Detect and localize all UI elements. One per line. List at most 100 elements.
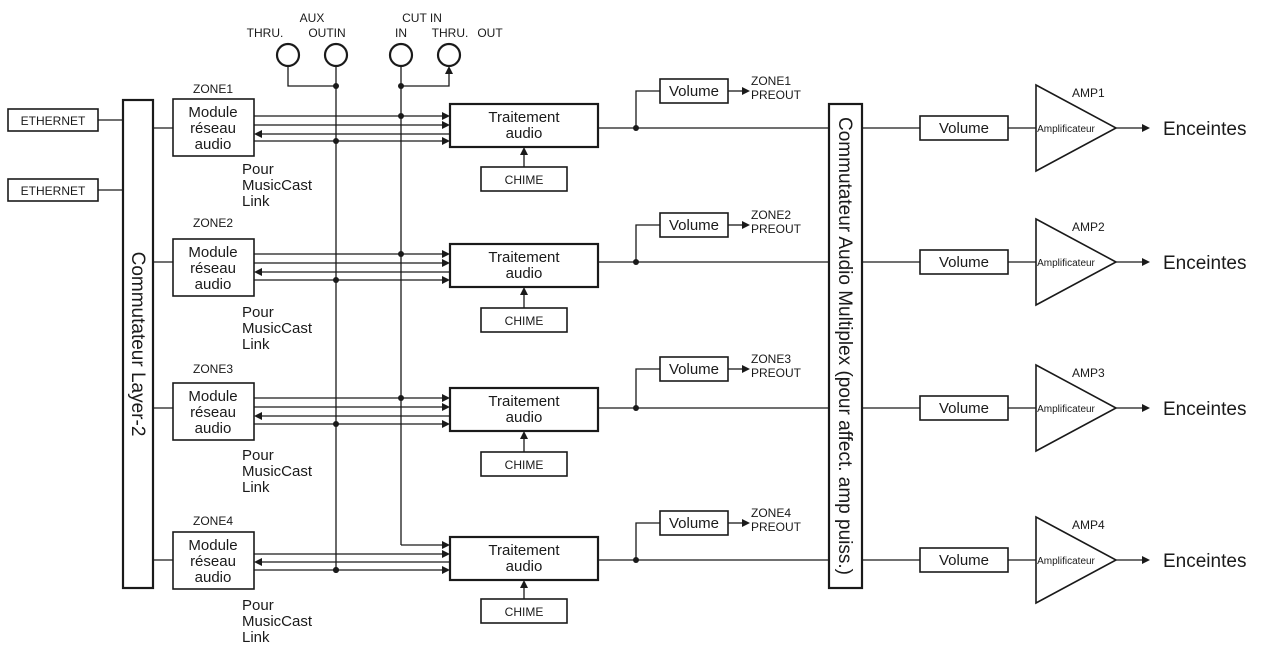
- musiccast-label-1: Pour: [242, 597, 274, 614]
- traitement-label-2: audio: [506, 409, 543, 426]
- module-label-3: audio: [195, 569, 232, 586]
- musiccast-label-3: Link: [242, 479, 270, 496]
- layer2-switch: Commutateur Layer-2: [121, 98, 155, 590]
- musiccast-label-3: Link: [242, 629, 270, 645]
- zone-row-3: ZONE3 Module réseau audio Pour MusicCast…: [153, 352, 1246, 496]
- amplifier-triangle: [1035, 83, 1118, 173]
- musiccast-label-3: Link: [242, 193, 270, 210]
- module-box: [172, 98, 255, 157]
- module-label-1: Module: [188, 388, 237, 405]
- amp-volume-label: Volume: [939, 120, 989, 137]
- preout-zone-label: ZONE4: [751, 506, 791, 520]
- amp-label: AMP2: [1072, 220, 1105, 234]
- musiccast-label-2: MusicCast: [242, 320, 313, 337]
- cutin-jacks: CUT IN IN THRU. OUT: [388, 11, 503, 549]
- ethernet-label-2: ETHERNET: [21, 184, 86, 198]
- amplifier-triangle: [1035, 515, 1118, 605]
- module-box: [172, 382, 255, 441]
- musiccast-label-1: Pour: [242, 161, 274, 178]
- module-box: [172, 531, 255, 590]
- layer2-switch-label: Commutateur Layer-2: [127, 252, 148, 437]
- aux-outin-label: OUTIN: [308, 26, 345, 40]
- module-label-2: réseau: [190, 260, 236, 277]
- musiccast-label-1: Pour: [242, 304, 274, 321]
- module-label-3: audio: [195, 420, 232, 437]
- musiccast-label-3: Link: [242, 336, 270, 353]
- zone-row-1: ZONE1 Module réseau audio Pour MusicCast…: [153, 74, 1246, 210]
- traitement-label-1: Traitement: [488, 109, 560, 126]
- traitement-label-2: audio: [506, 558, 543, 575]
- traitement-box: [448, 386, 600, 433]
- amp-label: AMP4: [1072, 518, 1105, 532]
- module-box: [172, 238, 255, 297]
- traitement-label-1: Traitement: [488, 393, 560, 410]
- chime-label: CHIME: [505, 605, 544, 619]
- amplifier-triangle: [1035, 363, 1118, 453]
- aux-thru-jack: [275, 42, 301, 68]
- traitement-label-2: audio: [506, 125, 543, 142]
- cutin-in-label: IN: [395, 26, 407, 40]
- module-label-1: Module: [188, 244, 237, 261]
- musiccast-label-2: MusicCast: [242, 463, 313, 480]
- amp-volume-label: Volume: [939, 552, 989, 569]
- preout-volume-label: Volume: [669, 217, 719, 234]
- preout-volume-box: [659, 78, 729, 104]
- preout-volume-label: Volume: [669, 83, 719, 100]
- amp-volume-label: Volume: [939, 400, 989, 417]
- ethernet-label-1: ETHERNET: [21, 114, 86, 128]
- module-label-1: Module: [188, 537, 237, 554]
- musiccast-label-2: MusicCast: [242, 177, 313, 194]
- zone-label: ZONE4: [193, 514, 233, 528]
- amplifier-label: Amplificateur: [1037, 556, 1095, 567]
- amplifier-label: Amplificateur: [1037, 404, 1095, 415]
- amp-volume-label: Volume: [939, 254, 989, 271]
- traitement-label-2: audio: [506, 265, 543, 282]
- preout-label: PREOUT: [751, 520, 802, 534]
- module-label-3: audio: [195, 136, 232, 153]
- preout-zone-label: ZONE2: [751, 208, 791, 222]
- zone-label: ZONE3: [193, 362, 233, 376]
- multiplex-switch: Commutateur Audio Multiplex (pour affect…: [827, 102, 864, 590]
- preout-zone-label: ZONE1: [751, 74, 791, 88]
- preout-volume-label: Volume: [669, 361, 719, 378]
- module-label-2: réseau: [190, 404, 236, 421]
- preout-volume-label: Volume: [669, 515, 719, 532]
- zone-label: ZONE1: [193, 82, 233, 96]
- preout-label: PREOUT: [751, 366, 802, 380]
- amp-label: AMP3: [1072, 366, 1105, 380]
- module-label-2: réseau: [190, 120, 236, 137]
- enceintes-label: Enceintes: [1163, 253, 1246, 274]
- preout-label: PREOUT: [751, 222, 802, 236]
- musiccast-label-2: MusicCast: [242, 613, 313, 630]
- zone-row-2: ZONE2 Module réseau audio Pour MusicCast…: [153, 208, 1246, 353]
- musiccast-label-1: Pour: [242, 447, 274, 464]
- module-label-3: audio: [195, 276, 232, 293]
- cutin-title: CUT IN: [402, 11, 442, 25]
- preout-zone-label: ZONE3: [751, 352, 791, 366]
- aux-thru-label: THRU.: [247, 26, 284, 40]
- amp-volume-box: [919, 547, 1009, 573]
- amp-label: AMP1: [1072, 86, 1105, 100]
- chime-label: CHIME: [505, 458, 544, 472]
- zone-label: ZONE2: [193, 216, 233, 230]
- cutin-out-label: OUT: [477, 26, 503, 40]
- traitement-label-1: Traitement: [488, 249, 560, 266]
- enceintes-label: Enceintes: [1163, 119, 1246, 140]
- zone-row-4: ZONE4 Module réseau audio Pour MusicCast…: [153, 506, 1246, 645]
- amplifier-triangle: [1035, 217, 1118, 307]
- cutin-thru-label: THRU.: [432, 26, 469, 40]
- amplifier-label: Amplificateur: [1037, 124, 1095, 135]
- cutin-in-jack: [388, 42, 414, 68]
- aux-title: AUX: [300, 11, 325, 25]
- multiplex-switch-label: Commutateur Audio Multiplex (pour affect…: [834, 117, 855, 575]
- chime-label: CHIME: [505, 173, 544, 187]
- ethernet-block: ETHERNET ETHERNET: [7, 108, 123, 202]
- preout-label: PREOUT: [751, 88, 802, 102]
- amplifier-label: Amplificateur: [1037, 258, 1095, 269]
- amp-volume-box: [919, 395, 1009, 421]
- module-label-1: Module: [188, 104, 237, 121]
- amp-volume-box: [919, 115, 1009, 141]
- cutin-thru-jack: [436, 42, 462, 68]
- module-label-2: réseau: [190, 553, 236, 570]
